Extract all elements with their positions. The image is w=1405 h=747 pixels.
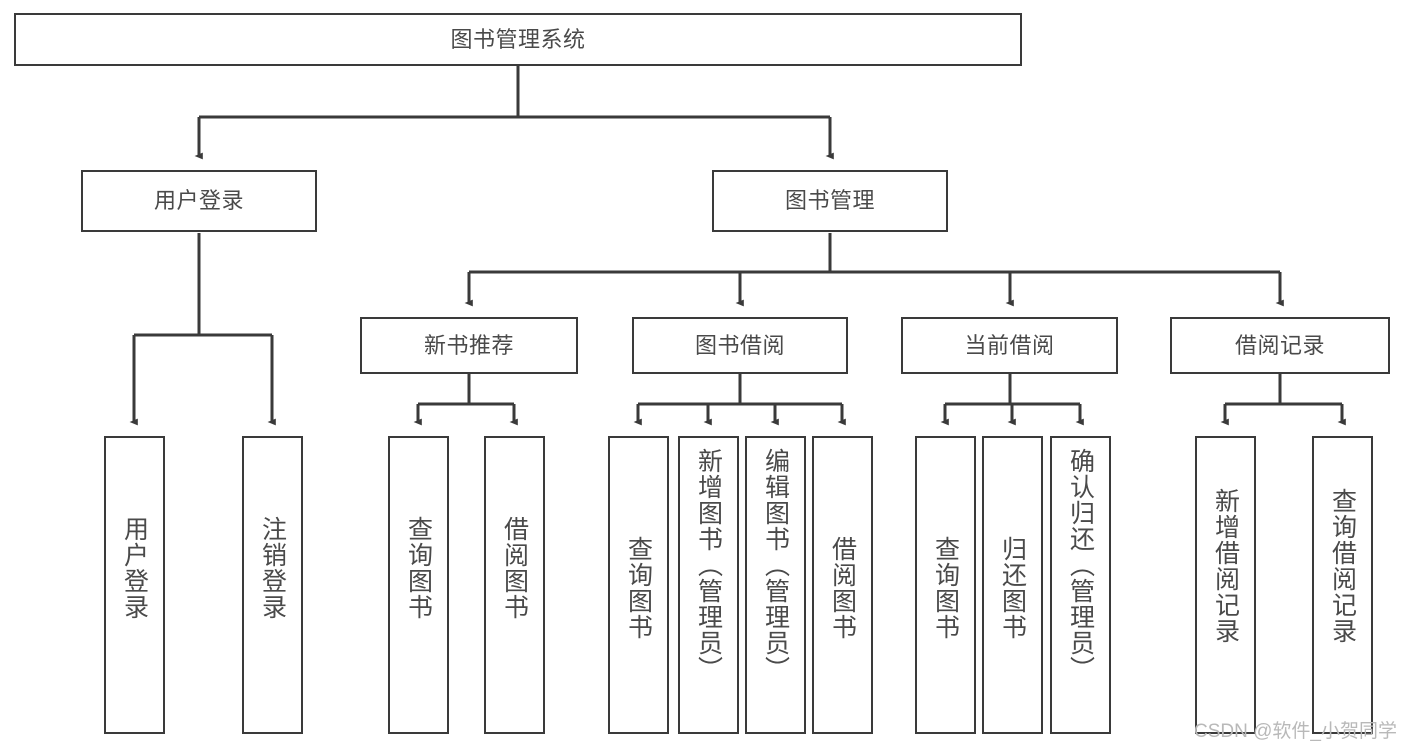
node-borrow-record[interactable]: 借阅记录 [1170,317,1390,374]
leaf-record-query[interactable]: 查询借阅记录 [1312,436,1373,734]
leaf-user-login[interactable]: 用户登录 [104,436,165,734]
node-current-borrow[interactable]: 当前借阅 [901,317,1118,374]
node-root[interactable]: 图书管理系统 [14,13,1022,66]
watermark-text: CSDN @软件_小贺同学 [1194,721,1397,742]
leaf-recommend-query-book-label: 查询图书 [404,516,433,620]
leaf-borrow-query-book-label: 查询图书 [624,536,653,640]
node-user-login[interactable]: 用户登录 [81,170,317,232]
leaf-borrow-add-book[interactable]: 新增图书（管理员） [678,436,739,734]
node-new-book-recommend[interactable]: 新书推荐 [360,317,578,374]
leaf-record-query-label: 查询借阅记录 [1328,488,1357,644]
leaf-current-query-book[interactable]: 查询图书 [915,436,976,734]
leaf-borrow-borrow-book-label: 借阅图书 [828,536,857,640]
leaf-user-login-label: 用户登录 [120,516,149,620]
leaf-user-logout-label: 注销登录 [258,516,287,620]
node-root-label: 图书管理系统 [450,26,586,52]
node-book-management[interactable]: 图书管理 [712,170,948,232]
leaf-record-add-label: 新增借阅记录 [1211,488,1240,644]
leaf-recommend-borrow-book[interactable]: 借阅图书 [484,436,545,734]
leaf-current-return-book-label: 归还图书 [998,536,1027,640]
node-book-borrow[interactable]: 图书借阅 [632,317,848,374]
leaf-borrow-query-book[interactable]: 查询图书 [608,436,669,734]
leaf-current-query-book-label: 查询图书 [931,536,960,640]
node-user-login-label: 用户登录 [153,188,244,213]
leaf-borrow-edit-book-label: 编辑图书（管理员） [761,448,790,682]
leaf-borrow-add-book-label: 新增图书（管理员） [694,448,723,682]
leaf-borrow-borrow-book[interactable]: 借阅图书 [812,436,873,734]
leaf-borrow-edit-book[interactable]: 编辑图书（管理员） [745,436,806,734]
leaf-current-confirm-return-label: 确认归还（管理员） [1066,448,1095,682]
leaf-recommend-borrow-book-label: 借阅图书 [500,516,529,620]
leaf-user-logout[interactable]: 注销登录 [242,436,303,734]
leaf-record-add[interactable]: 新增借阅记录 [1195,436,1256,734]
leaf-recommend-query-book[interactable]: 查询图书 [388,436,449,734]
node-borrow-record-label: 借阅记录 [1234,332,1325,358]
node-book-borrow-label: 图书借阅 [694,332,785,358]
leaf-current-confirm-return[interactable]: 确认归还（管理员） [1050,436,1111,734]
node-current-borrow-label: 当前借阅 [964,332,1055,358]
node-new-book-recommend-label: 新书推荐 [423,332,514,358]
leaf-current-return-book[interactable]: 归还图书 [982,436,1043,734]
node-book-management-label: 图书管理 [784,188,875,213]
